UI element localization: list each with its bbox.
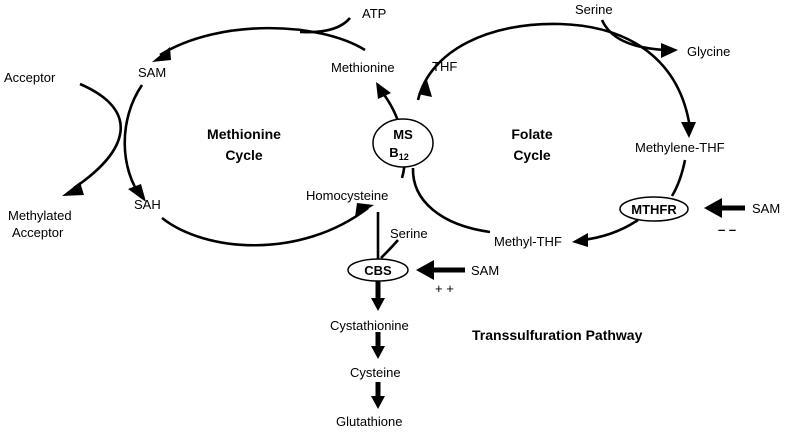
cbs-enzyme-ellipse xyxy=(347,258,409,282)
cysteine-label: Cysteine xyxy=(350,365,401,380)
methylated-acceptor-label-1: Methylated xyxy=(8,208,72,223)
arrowhead-to-methionine xyxy=(376,82,391,99)
serine-top-label: Serine xyxy=(575,2,613,17)
arrowhead-to-methylene-thf xyxy=(681,122,696,138)
methylene-thf-label: Methylene-THF xyxy=(635,140,725,155)
methionine-cycle-arc-left xyxy=(123,84,144,199)
glutathione-label: Glutathione xyxy=(336,414,403,429)
serine-cbs-line xyxy=(380,239,399,259)
folate-cycle-arc-bottom xyxy=(581,218,639,242)
cbs-enzyme-label: CBS xyxy=(364,263,392,278)
arrowhead-to-thf xyxy=(418,80,432,97)
mthfr-inhibition-sign: – – xyxy=(718,222,736,237)
methionine-cycle-title-1: Methionine xyxy=(207,126,281,142)
mthfr-enzyme-ellipse xyxy=(619,196,689,222)
cystathionine-label: Cystathionine xyxy=(330,318,409,333)
methionine-cycle-arc-top xyxy=(159,26,366,57)
folate-cycle-title-1: Folate xyxy=(511,126,552,142)
arrowhead-to-sah xyxy=(128,184,146,202)
transsulfuration-pathway-title: Transsulfuration Pathway xyxy=(472,327,643,343)
sam-cbs-label: SAM xyxy=(471,263,499,278)
serine-to-glycine-line xyxy=(600,19,666,52)
folate-cycle-arc-top xyxy=(416,22,692,129)
folate-cycle-arc-right xyxy=(670,159,687,197)
folate-cycle xyxy=(411,19,696,247)
sam-mthfr-label: SAM xyxy=(752,201,780,216)
mthfr-enzyme-label: MTHFR xyxy=(631,202,677,217)
arrowhead-to-methyl-thf xyxy=(572,233,588,247)
arrowhead-sam-to-mthfr xyxy=(704,198,722,218)
transsulfuration-arrows xyxy=(371,198,745,409)
sam-top-label: SAM xyxy=(138,65,166,80)
arrowhead-to-glycine xyxy=(661,43,678,58)
arrowhead-to-cysteine xyxy=(371,346,385,359)
cbs-activation-sign: + + xyxy=(435,281,454,296)
glycine-label: Glycine xyxy=(687,44,730,59)
thf-label: THF xyxy=(432,59,457,74)
b12-label: B12 xyxy=(389,145,408,162)
folate-cycle-title-2: Cycle xyxy=(513,147,551,163)
homocysteine-label: Homocysteine xyxy=(306,188,388,203)
arrowhead-to-cystathionine xyxy=(371,298,385,311)
ms-enzyme-ellipse xyxy=(372,118,434,168)
acceptor-transfer-line xyxy=(73,82,122,190)
serine-cbs-label: Serine xyxy=(390,226,428,241)
methionine-cycle-title-2: Cycle xyxy=(225,147,263,163)
atp-input-line xyxy=(299,17,351,34)
arrowhead-to-homocysteine xyxy=(355,203,374,217)
methyl-thf-to-ms xyxy=(411,167,491,234)
arrowhead-sam-to-cbs xyxy=(416,260,434,280)
methyl-thf-label: Methyl-THF xyxy=(494,234,562,249)
sah-label: SAH xyxy=(134,197,161,212)
methionine-cycle-arc-bottom xyxy=(161,206,369,247)
arrowhead-to-glutathione xyxy=(371,396,385,409)
methylated-acceptor-label-2: Acceptor xyxy=(12,225,64,240)
atp-label: ATP xyxy=(362,6,386,21)
arrowhead-to-methylated-acceptor xyxy=(62,182,84,196)
ms-enzyme-label: MS xyxy=(393,127,413,142)
acceptor-label: Acceptor xyxy=(4,70,56,85)
arrowhead-to-sam xyxy=(152,47,171,62)
methionine-label: Methionine xyxy=(331,60,395,75)
methionine-cycle xyxy=(62,17,407,247)
